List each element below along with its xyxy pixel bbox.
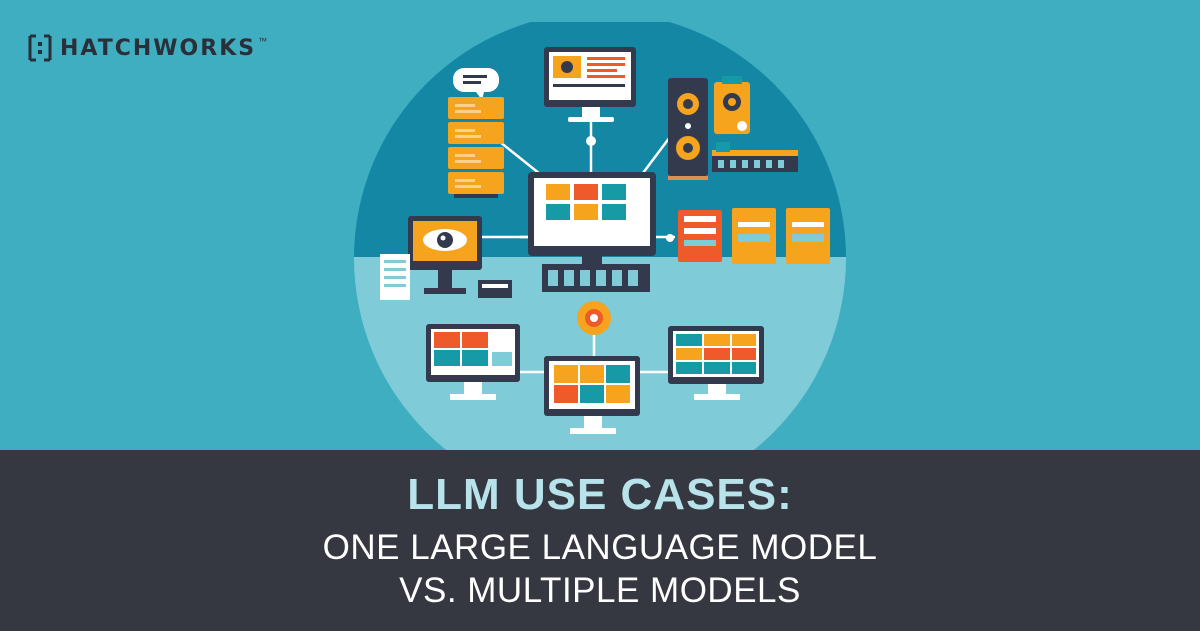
node-dot: [666, 234, 674, 242]
report-monitor-icon: [668, 326, 764, 400]
node-dot: [586, 136, 596, 146]
trademark-symbol: ™: [258, 36, 268, 46]
circuit-board-icon: [712, 142, 798, 172]
network-illustration: [354, 22, 846, 450]
dashboard-monitor-icon: [426, 324, 520, 400]
analytics-monitor-icon: [544, 356, 640, 434]
monitor-icon: [544, 47, 636, 122]
brand-name: HATCHWORKS: [60, 35, 257, 61]
hatchworks-logo-icon: [28, 34, 52, 62]
chat-bubble-icon: [453, 68, 499, 100]
central-monitor-icon: [528, 172, 656, 292]
server-stack-icon: [448, 97, 504, 198]
title-banner: [0, 450, 1200, 631]
subtitle-line-1: ONE LARGE LANGUAGE MODEL: [322, 528, 878, 567]
gear-icon: [577, 301, 611, 335]
database-icon: [678, 208, 830, 264]
eye-monitor-icon: [380, 216, 512, 300]
hero-section: HATCHWORKS ™: [28, 22, 846, 450]
subtitle-line-2: VS. MULTIPLE MODELS: [399, 571, 801, 610]
page-title: LLM USE CASES:: [407, 470, 793, 519]
brand-logo[interactable]: HATCHWORKS ™: [28, 34, 267, 62]
speaker-icon: [668, 76, 750, 180]
